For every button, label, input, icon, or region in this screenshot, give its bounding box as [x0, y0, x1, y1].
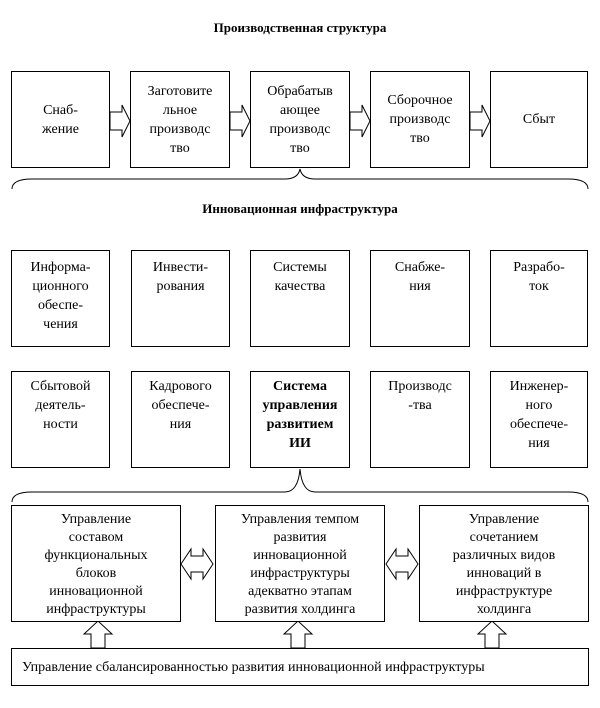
arrow-right-2 — [229, 104, 251, 138]
block-text-line: обеспе- — [37, 298, 84, 313]
block-text-line: блоков — [75, 566, 117, 581]
block-text-line: качества — [274, 279, 326, 294]
block-text-line: тво — [170, 140, 190, 156]
block-text-line: холдинга — [476, 602, 532, 617]
block-text-line: ности — [43, 417, 78, 432]
production-block-assembly: Сборочное производс тво — [370, 71, 470, 168]
block-text-line: Снаб- — [43, 102, 78, 118]
block-text-line: Сбыт — [522, 112, 556, 127]
arrow-right-1 — [109, 104, 131, 138]
block-text-line: инноваций в — [466, 566, 542, 581]
block-text-line: производс — [269, 121, 331, 137]
double-arrow-1 — [180, 547, 214, 581]
block-text-line: инновационной — [253, 548, 347, 563]
infra-block-supply: Снабже- ния — [370, 250, 470, 347]
block-text-line: ток — [529, 279, 549, 294]
block-text-line: обеспече- — [151, 398, 210, 413]
block-text-line: адекватно этапам — [248, 584, 352, 599]
block-text-line: Системы — [273, 260, 327, 275]
arrow-up-3 — [476, 620, 508, 649]
block-text-line: ния — [409, 279, 431, 294]
infra-block-production: Производс -тва — [370, 371, 470, 468]
block-text-line: деятель- — [35, 398, 86, 413]
block-text-line: ционного — [32, 279, 89, 294]
block-text-line: инфраструктуре — [455, 584, 553, 599]
block-text-line: ния — [528, 436, 550, 451]
block-text-line: составом — [68, 530, 124, 545]
arrow-right-3 — [349, 104, 371, 138]
production-block-processing: Обрабатыв ающее производс тво — [250, 71, 350, 168]
block-text-line: производс — [389, 112, 451, 127]
infra-block-ii-management-system: Система управления развитием ИИ — [250, 371, 350, 468]
block-text-line: управления — [262, 398, 338, 413]
block-text-line: тво — [410, 131, 430, 146]
brace-management — [11, 468, 589, 503]
block-text-line: Кадрового — [149, 379, 212, 394]
block-text-line: Система — [273, 379, 327, 394]
infra-block-development: Разрабо- ток — [490, 250, 588, 347]
block-text-line: инфраструктуры — [250, 566, 350, 581]
brace-production — [11, 168, 589, 190]
block-text-line: Обрабатыв — [267, 83, 333, 99]
block-text-line: Сборочное — [387, 93, 453, 108]
block-text-line: Заготовите — [147, 83, 213, 99]
block-text-line: инновационной — [49, 584, 143, 599]
infra-block-quality: Системы качества — [250, 250, 350, 347]
arrow-up-2 — [282, 620, 314, 649]
infra-block-investment: Инвести- рования — [131, 250, 230, 347]
block-text-line: Производс — [388, 379, 452, 394]
management-block-composition: Управление составом функциональных блоко… — [11, 505, 181, 622]
infra-block-sales: Сбытовой деятель- ности — [11, 371, 110, 468]
block-text-line: Инженер- — [509, 379, 569, 394]
block-text-line: чения — [43, 317, 78, 332]
block-text-line: Управление — [60, 512, 132, 527]
block-text-line: льное — [162, 102, 198, 118]
block-text-line: ного — [525, 398, 553, 413]
block-text-line: Управление — [468, 512, 540, 527]
block-text-line: развития холдинга — [244, 602, 356, 617]
innovation-infrastructure-title: Инновационная инфраструктура — [202, 201, 398, 216]
block-text-line: развития — [273, 530, 327, 545]
infra-block-personnel: Кадрового обеспече- ния — [131, 371, 230, 468]
block-text-line: функциональных — [44, 548, 148, 563]
block-text-line: ИИ — [289, 436, 311, 451]
block-text-line: сочетанием — [469, 530, 539, 545]
block-text-line: -тва — [408, 398, 432, 413]
management-block-pace: Управления темпом развития инновационной… — [215, 505, 385, 622]
block-text-line: развитием — [266, 417, 334, 432]
management-block-combination: Управление сочетанием различных видов ин… — [419, 505, 589, 622]
block-text-line: ния — [169, 417, 192, 432]
block-text-line: Инвести- — [152, 260, 209, 275]
block-text-line: жение — [42, 121, 79, 137]
production-structure-title: Производственная структура — [213, 20, 387, 35]
arrow-up-1 — [82, 620, 114, 649]
block-text-line: Управления темпом — [240, 512, 360, 527]
production-block-sales: Сбыт — [490, 71, 588, 168]
block-text-line: Снабже- — [394, 260, 446, 275]
block-text-line: различных видов — [452, 548, 556, 563]
block-text-line: производс — [149, 121, 211, 137]
block-text-line: Разрабо- — [513, 260, 565, 275]
block-text-line: ающее — [280, 102, 320, 118]
block-text-line: обеспече- — [510, 417, 568, 432]
block-text-line: инфраструктуры — [46, 602, 146, 617]
block-text-line: Сбытовой — [30, 379, 91, 394]
block-text-line: рования — [156, 279, 205, 294]
block-text-line: тво — [290, 140, 310, 156]
production-block-supply: Снаб- жение — [11, 71, 110, 168]
infra-block-information: Информа- ционного обеспе- чения — [11, 250, 110, 347]
production-block-procurement: Заготовите льное производс тво — [130, 71, 230, 168]
arrow-right-4 — [469, 104, 491, 138]
bottom-balance-management: Управление сбалансированностью развития … — [11, 648, 589, 686]
block-text-line: Управление сбалансированностью развития … — [22, 659, 485, 675]
block-text-line: Информа- — [30, 260, 91, 275]
infra-block-engineering: Инженер- ного обеспече- ния — [490, 371, 588, 468]
double-arrow-2 — [385, 547, 419, 581]
